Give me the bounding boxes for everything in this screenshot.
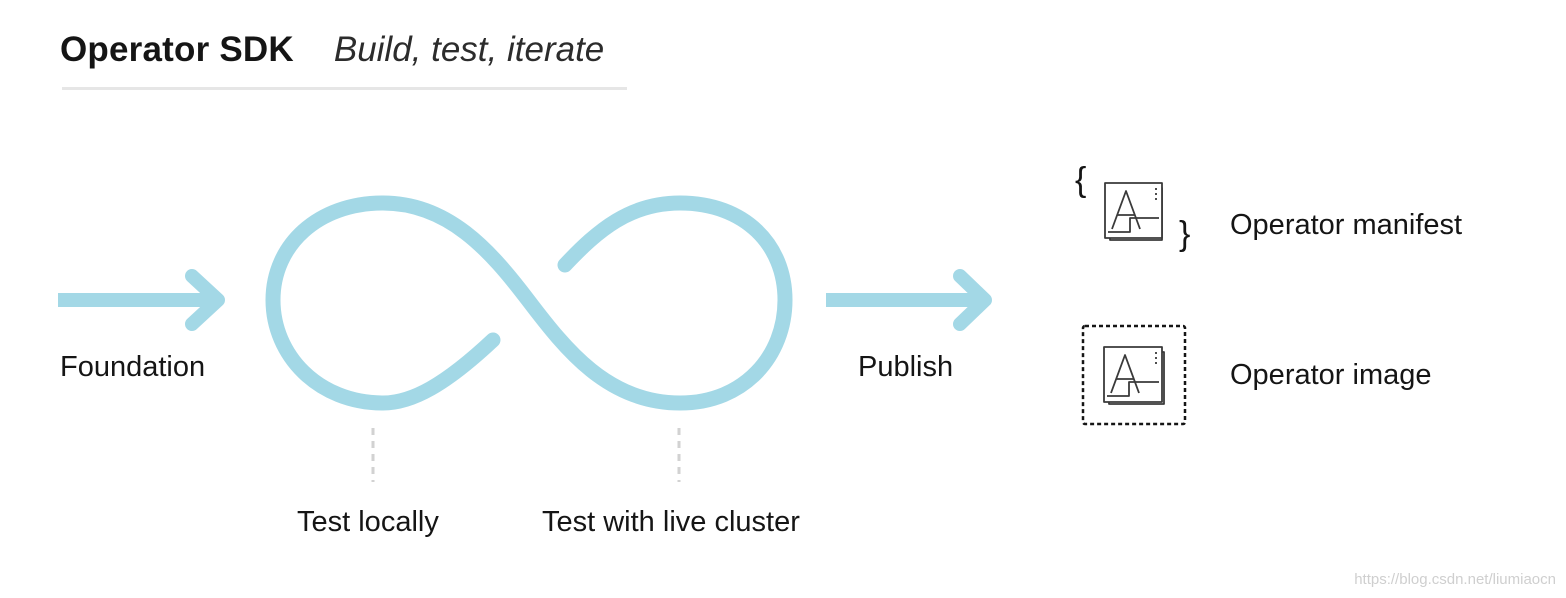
page-title: Operator SDK: [60, 30, 294, 69]
manifest-brace-close: }: [1179, 215, 1191, 253]
infinity-loop-icon: [265, 195, 793, 411]
stage-publish: Publish: [858, 351, 954, 383]
output-operator-image: Operator image: [1230, 359, 1432, 391]
operator-document-icon: [1103, 346, 1165, 405]
operator-document-icon: [1104, 182, 1163, 241]
watermark: https://blog.csdn.net/liumiaocn: [1354, 571, 1556, 588]
stage-foundation: Foundation: [60, 351, 206, 383]
operator-image-frame: [1081, 324, 1187, 426]
page-subtitle: Build, test, iterate: [333, 30, 605, 69]
title-row: Operator SDK Build, test, iterate: [60, 30, 604, 70]
arrow-right-icon: [826, 269, 992, 331]
stage-test-locally: Test locally: [297, 506, 439, 538]
stage-test-live-cluster: Test with live cluster: [542, 506, 800, 538]
title-divider: [62, 87, 627, 90]
output-operator-manifest: Operator manifest: [1230, 209, 1463, 241]
arrow-right-icon: [58, 269, 225, 331]
manifest-brace-open: {: [1075, 161, 1087, 199]
